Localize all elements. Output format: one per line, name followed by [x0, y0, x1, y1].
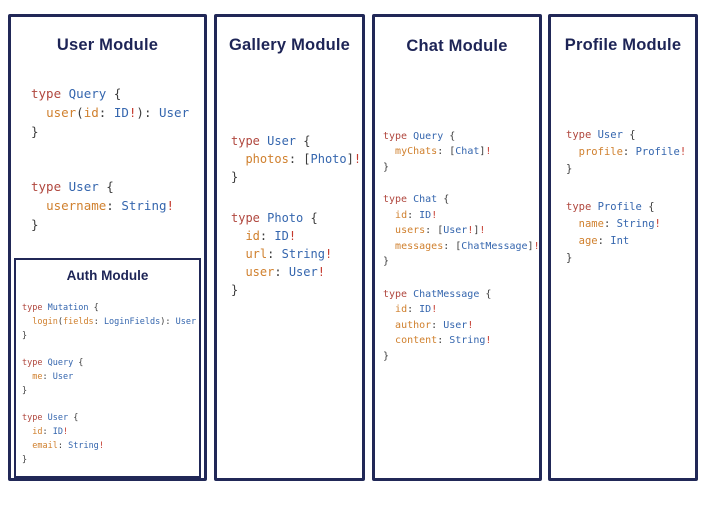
code-line: type Profile {	[566, 200, 655, 213]
code-line: login(fields: LoginFields): User	[32, 317, 197, 328]
code-line: }	[22, 455, 28, 466]
code-line: type Chat {	[383, 194, 450, 206]
code-line: users: [User!]!	[395, 225, 486, 237]
auth-module-code: type Mutation { login(fields: LoginField…	[16, 301, 199, 467]
code-line: type User {	[22, 413, 79, 424]
code-block: type Profile { name: String! age: Int}	[566, 199, 695, 267]
code-line: id: ID!	[32, 427, 69, 438]
code-line: type ChatMessage {	[383, 288, 492, 300]
code-line: }	[231, 282, 239, 297]
code-line: profile: Profile!	[578, 145, 687, 158]
code-line: }	[383, 256, 390, 268]
code-line: photos: [Photo]!	[245, 151, 362, 166]
code-line: messages: [ChatMessage]!	[395, 240, 540, 252]
code-line: }	[31, 216, 39, 232]
code-line: }	[22, 331, 28, 342]
gallery-module-code: type User { photos: [Photo]!}type Photo …	[217, 132, 362, 299]
code-line: content: String!	[395, 335, 492, 347]
code-line: email: String!	[32, 441, 104, 452]
code-block: type Query { me: User}	[22, 356, 199, 398]
chat-module-panel: Chat Module type Query { myChats: [Chat]…	[372, 14, 542, 481]
code-block: type Mutation { login(fields: LoginField…	[22, 301, 199, 343]
code-line: type User {	[31, 178, 114, 194]
code-line: type Mutation {	[22, 303, 99, 314]
code-block: type Chat { id: ID! users: [User!]! mess…	[383, 192, 540, 270]
profile-module-panel: Profile Module type User { profile: Prof…	[548, 14, 698, 481]
code-line: author: User!	[395, 319, 474, 331]
code-line: id: ID!	[395, 209, 438, 221]
profile-module-title: Profile Module	[564, 36, 682, 54]
code-line: }	[31, 123, 39, 139]
code-block: type Query { myChats: [Chat]!}	[383, 129, 539, 176]
gallery-module-panel: Gallery Module type User { photos: [Phot…	[214, 14, 365, 481]
code-line: myChats: [Chat]!	[395, 146, 492, 158]
code-line: }	[22, 386, 28, 397]
code-line: id: ID!	[395, 304, 438, 316]
code-line: }	[383, 350, 390, 362]
gallery-module-title: Gallery Module	[228, 36, 351, 54]
user-module-panel: User Module type Query { user(id: ID!): …	[8, 14, 207, 481]
chat-module-title: Chat Module	[406, 37, 508, 55]
code-block: type Photo { id: ID! url: String! user: …	[231, 209, 362, 299]
user-module-code: type Query { user(id: ID!): User}type Us…	[11, 84, 204, 234]
code-line: name: String!	[578, 217, 661, 230]
code-line: url: String!	[245, 246, 333, 261]
code-line: type Query {	[31, 85, 122, 101]
code-line: type User {	[566, 128, 636, 141]
code-block: type User { profile: Profile!}	[566, 127, 695, 178]
profile-module-code: type User { profile: Profile!}type Profi…	[551, 127, 695, 267]
code-line: user: User!	[245, 264, 325, 279]
code-line: username: String!	[46, 197, 175, 213]
chat-module-code: type Query { myChats: [Chat]!}type Chat …	[375, 129, 540, 365]
auth-module-title: Auth Module	[66, 268, 149, 283]
code-block: type ChatMessage { id: ID! author: User!…	[383, 287, 539, 365]
code-line: id: ID!	[245, 228, 297, 243]
code-line: age: Int	[578, 234, 630, 247]
user-module-title: User Module	[56, 36, 159, 54]
code-line: type Query {	[383, 130, 456, 142]
code-line: }	[566, 162, 573, 175]
code-block: type User { photos: [Photo]!}	[231, 132, 362, 186]
code-line: }	[231, 169, 239, 184]
code-line: me: User	[32, 372, 74, 383]
code-line: }	[566, 251, 573, 264]
code-block: type Query { user(id: ID!): User}	[31, 84, 204, 141]
code-line: type Query {	[22, 358, 84, 369]
code-block: type User { username: String!}	[31, 177, 204, 234]
code-block: type User { id: ID! email: String!}	[22, 411, 199, 467]
code-line: user(id: ID!): User	[46, 104, 190, 120]
code-line: type User {	[231, 133, 311, 148]
code-line: type Photo {	[231, 210, 318, 225]
auth-module-panel: Auth Module type Mutation { login(fields…	[14, 258, 201, 478]
code-line: }	[383, 161, 390, 173]
